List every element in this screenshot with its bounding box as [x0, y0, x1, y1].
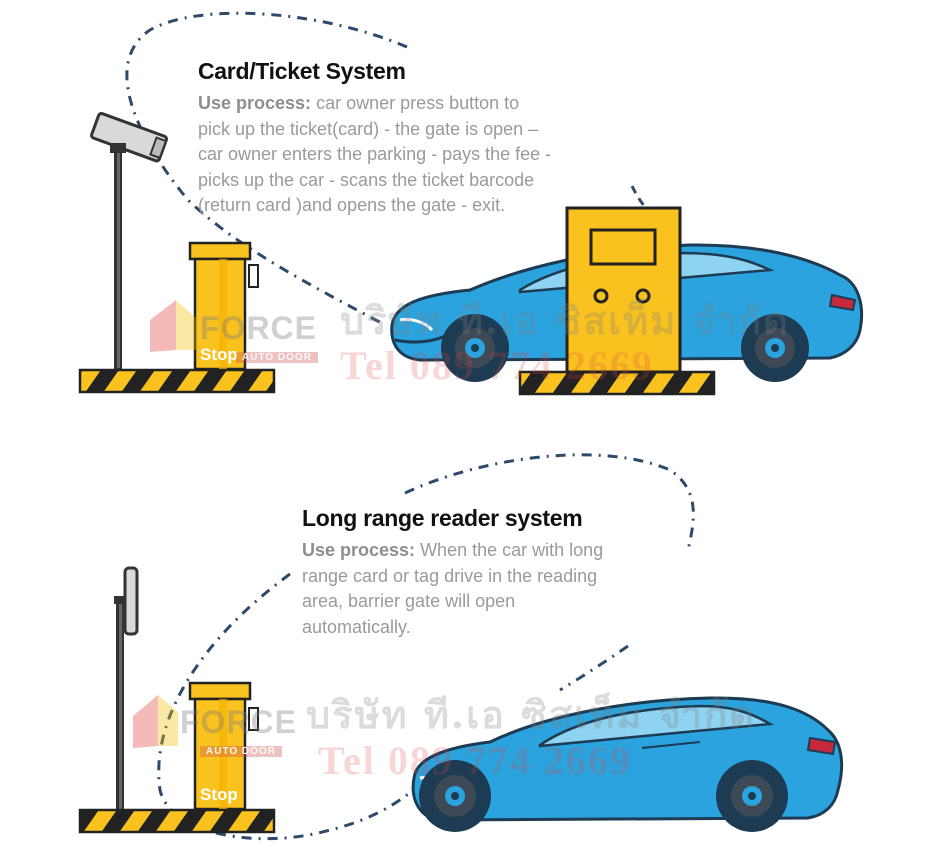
card-ticket-section: Card/Ticket System Use process: car owne…	[198, 58, 628, 219]
reading-area-arc-top-2	[630, 185, 647, 208]
watermark-brand-2: FORCE	[180, 704, 297, 740]
camera-icon	[90, 111, 168, 370]
ticket-dispenser-icon	[518, 206, 716, 396]
desc-line: automatically.	[302, 616, 411, 637]
desc-line: car owner enters the parking - pays the …	[198, 144, 552, 164]
reading-area-arc-bottom-2	[157, 572, 432, 841]
desc-line: (return card )and opens the gate - exit.	[198, 195, 506, 215]
watermark-brand-sub: AUTO DOOR	[236, 352, 318, 363]
desc-line: When the car with long	[415, 540, 604, 560]
reading-area-arc-top	[125, 11, 408, 327]
watermark-brand: FORCE	[200, 310, 317, 346]
desc-line: range card or tag drive in the reading	[302, 565, 598, 586]
desc-line: area, barrier gate will open	[302, 591, 516, 611]
watermark-company: บริษัท ที.เอ ซิสเท็ม จำกัด	[340, 298, 790, 343]
force-logo-mark	[150, 300, 196, 352]
section-description: Use process: car owner press button to p…	[198, 91, 628, 219]
force-logo-mark-2	[133, 695, 178, 748]
desc-line: picks up the car - scans the ticket barc…	[198, 169, 535, 190]
stop-label-2: Stop	[200, 785, 238, 804]
watermark-phone-2: Tel 089 774 2669	[318, 738, 632, 783]
watermark-logo-2: FORCE AUTO DOOR	[180, 704, 297, 759]
use-process-label: Use process:	[198, 93, 312, 113]
long-range-section: Long range reader system Use process: Wh…	[302, 505, 672, 640]
reading-area-arc-bottom-3	[559, 644, 629, 692]
desc-line: pick up the ticket(card) - the gate is o…	[198, 118, 539, 139]
barrier-gate-icon	[78, 241, 276, 394]
reading-area-arc-bottom	[404, 453, 695, 551]
section-title-2: Long range reader system	[302, 505, 583, 531]
car-icon-2	[411, 696, 844, 832]
watermark-brand-sub-2: AUTO DOOR	[200, 746, 282, 757]
section-title: Card/Ticket System	[198, 58, 406, 84]
long-range-antenna-icon	[114, 566, 139, 812]
section-description-2: Use process: When the car with long rang…	[302, 538, 672, 640]
watermark-logo: FORCE AUTO DOOR	[200, 310, 318, 365]
stop-label: Stop	[200, 345, 238, 364]
watermark-company-2: บริษัท ที.เอ ซิสเท็ม จำกัด	[306, 692, 756, 737]
barrier-gate-icon-2	[78, 681, 276, 834]
watermark-phone: Tel 089 774 2669	[340, 343, 654, 388]
desc-line: car owner press button to	[311, 93, 520, 113]
use-process-label-2: Use process:	[302, 540, 416, 560]
